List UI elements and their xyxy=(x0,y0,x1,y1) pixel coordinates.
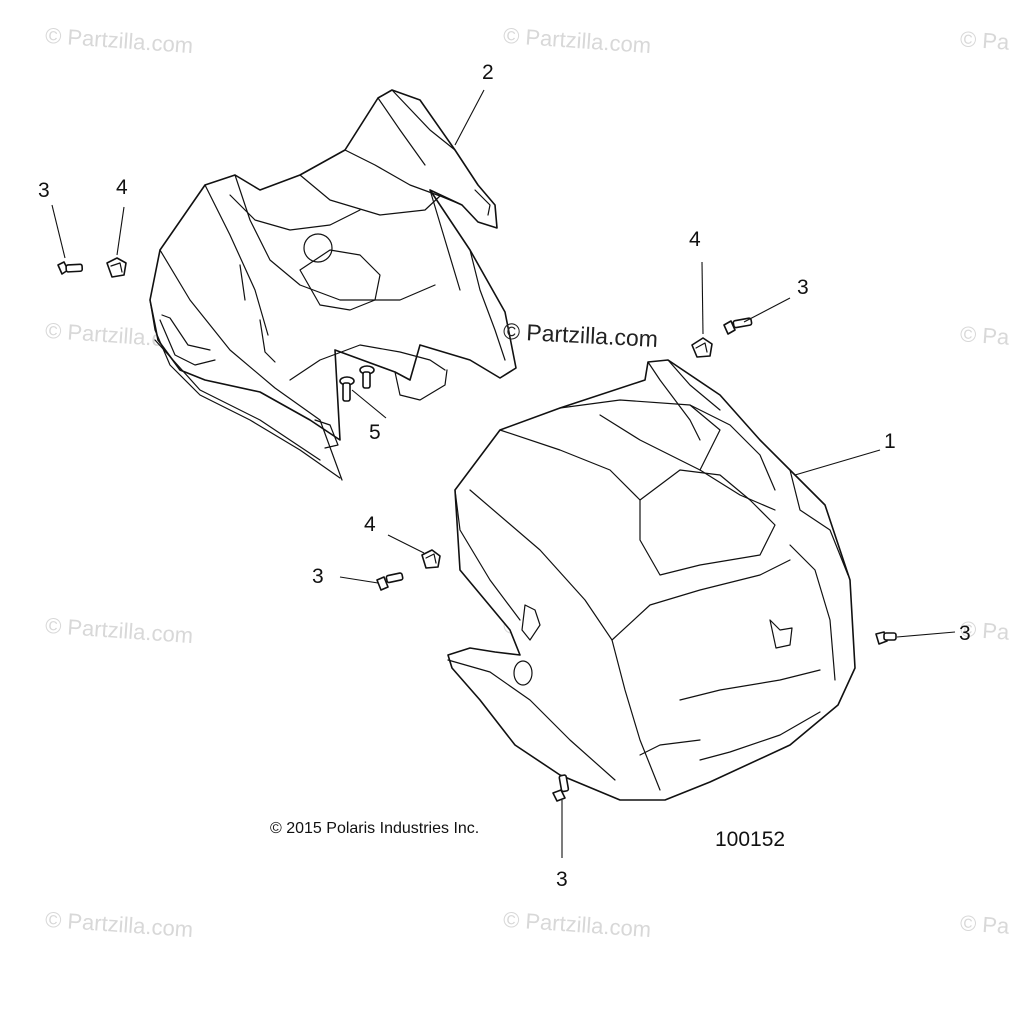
screw-icon xyxy=(359,365,375,389)
callout-part-4: 4 xyxy=(116,176,128,199)
leader-lines xyxy=(51,89,956,858)
callout-part-4: 4 xyxy=(689,228,701,251)
clip-nut-icon xyxy=(421,549,441,569)
screw-icon xyxy=(552,774,570,802)
screw-icon xyxy=(875,631,897,645)
callout-part-2: 2 xyxy=(482,61,494,84)
screw-icon xyxy=(57,261,84,275)
callout-part-3: 3 xyxy=(312,565,324,588)
callout-part-3: 3 xyxy=(38,179,50,202)
callout-part-3: 3 xyxy=(797,276,809,299)
part-1-front-cowl xyxy=(447,359,856,801)
clip-nut-icon xyxy=(691,337,713,358)
figure-number: 100152 xyxy=(715,828,786,851)
part-2-upper-cowl xyxy=(149,89,517,481)
screw-icon xyxy=(339,376,355,402)
copyright-notice: © 2015 Polaris Industries Inc. xyxy=(270,820,480,837)
callout-part-4: 4 xyxy=(364,513,376,536)
callout-part-3: 3 xyxy=(959,622,971,645)
callout-part-3: 3 xyxy=(556,868,568,891)
callout-part-1: 1 xyxy=(884,430,896,453)
clip-nut-icon xyxy=(106,257,127,278)
screw-icon xyxy=(376,572,404,591)
callout-part-5: 5 xyxy=(369,421,381,444)
